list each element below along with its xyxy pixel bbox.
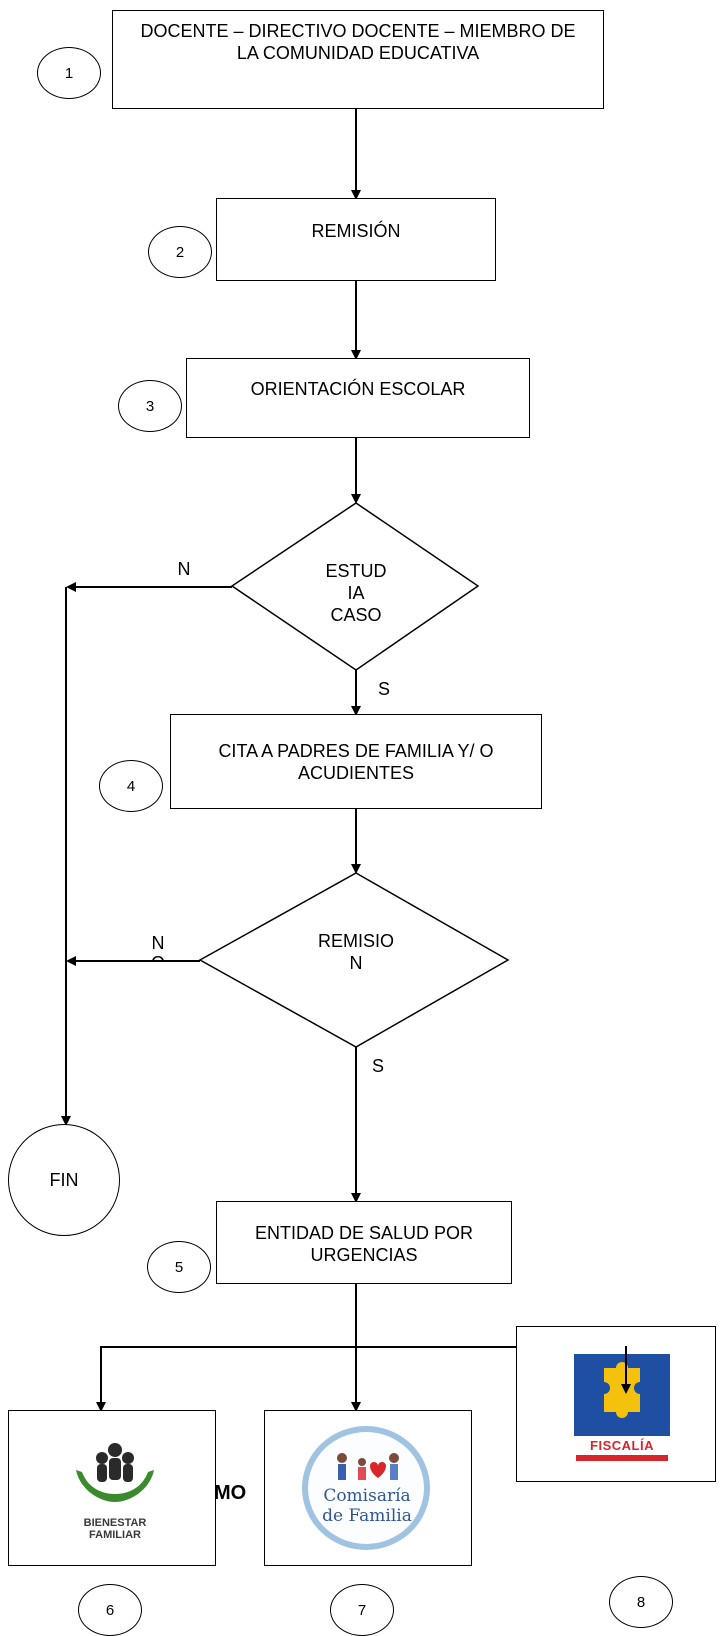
entity-8-number: 8 <box>609 1576 673 1628</box>
